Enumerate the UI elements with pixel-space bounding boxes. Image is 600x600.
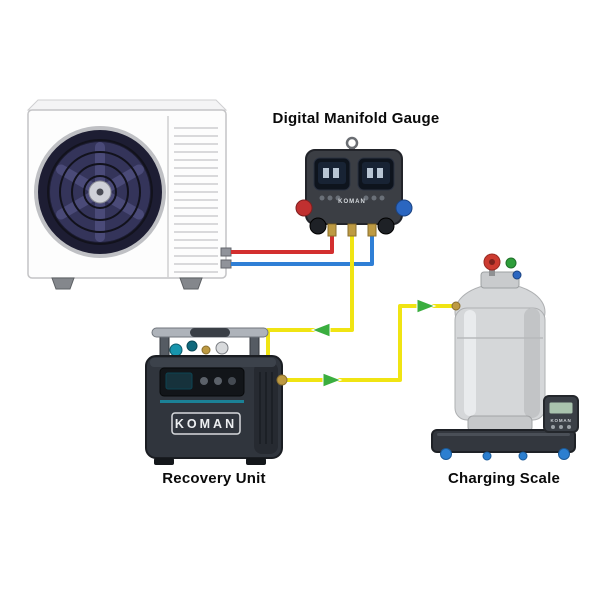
manifold-brand-text: KOMAN (338, 199, 366, 205)
charging-scale-illustration: KOMAN (431, 253, 579, 461)
manifold-ports (327, 223, 377, 237)
flow-arrows (310, 298, 437, 388)
manifold-gauge-label: Digital Manifold Gauge (272, 110, 440, 127)
tank-green-cap (505, 257, 517, 269)
scale-brand-text: KOMAN (551, 418, 572, 423)
recovery-unit-label: Recovery Unit (162, 470, 266, 487)
digital-manifold-gauge-illustration: KOMAN (295, 136, 413, 237)
flow-arrow-left-icon (310, 322, 331, 338)
side-louvers (174, 127, 218, 273)
recovery-outlet-fitting (276, 374, 288, 386)
scale-lcd-screen (548, 401, 574, 415)
fan-icon (34, 126, 166, 258)
manifold-display-left (313, 157, 351, 191)
recovery-brand-text: KOMAN (175, 417, 237, 431)
service-valve-low (220, 259, 232, 269)
hose-yellow-recovery-to-tank (281, 304, 456, 382)
refrigerant-tank (451, 253, 546, 433)
charging-scale-label: Charging Scale (448, 470, 560, 487)
recovery-control-panel (159, 367, 245, 397)
flow-arrow-right-icon (322, 372, 343, 388)
hose-blue (231, 236, 374, 266)
manifold-knob-red (295, 199, 313, 217)
outdoor-condenser-unit (26, 99, 232, 290)
hose-yellow-manifold-to-recovery (266, 236, 354, 358)
recovery-unit-illustration: KOMAN (145, 327, 288, 465)
scale-platform (431, 429, 576, 461)
tank-blue-fitting (512, 270, 522, 280)
flow-arrow-tank-icon (416, 298, 437, 314)
manifold-display-right (357, 157, 395, 191)
manifold-knob-blue (395, 199, 413, 217)
hose-red (231, 236, 334, 254)
service-valve-high (220, 247, 232, 257)
scale-display-pod: KOMAN (543, 395, 579, 433)
